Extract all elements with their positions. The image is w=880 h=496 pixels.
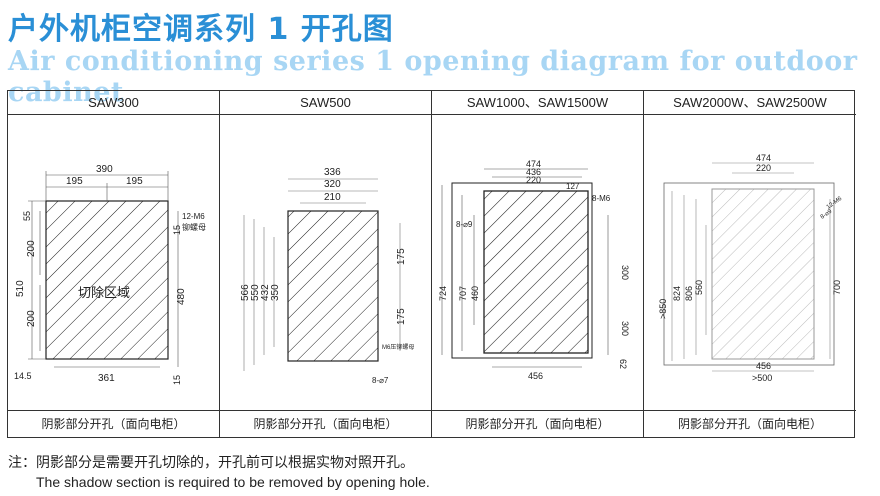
opening-drawing-1: 390 195 195 55 200 200 510 14.5 361 480 … bbox=[14, 164, 206, 385]
dim-806: 806 bbox=[684, 286, 694, 301]
note-12-m6: 12-M6 bbox=[182, 212, 205, 221]
dim-175-a: 175 bbox=[396, 248, 407, 265]
dim-460: 460 bbox=[470, 286, 480, 301]
note-rivet-nut: 铆螺母 bbox=[182, 222, 206, 232]
note-m6-rivet: M6压铆螺母 bbox=[382, 343, 414, 351]
dim-707: 707 bbox=[458, 286, 468, 301]
cut-area-4 bbox=[711, 188, 815, 360]
dim-361: 361 bbox=[98, 373, 115, 384]
dim-gt-500: >500 bbox=[752, 373, 772, 383]
dim-550: 550 bbox=[250, 284, 261, 301]
dim-320: 320 bbox=[324, 179, 341, 190]
drawing-saw300: 390 195 195 55 200 200 510 14.5 361 480 … bbox=[8, 115, 220, 411]
dim-474: 474 bbox=[756, 153, 771, 163]
title-english: Air conditioning series 1 opening diagra… bbox=[8, 46, 858, 108]
note-8-m6: 8-M6 bbox=[592, 194, 611, 203]
opening-drawing-2: 336 320 210 566 550 432 350 175 175 M6压铆… bbox=[240, 167, 414, 385]
dim-175-b: 175 bbox=[396, 308, 407, 325]
dim-195-b: 195 bbox=[126, 176, 143, 187]
dim-220: 220 bbox=[526, 175, 541, 185]
opening-drawing-4: 474 220 >850 824 806 560 700 456 >500 12… bbox=[658, 153, 844, 383]
dim-474: 474 bbox=[526, 159, 541, 169]
dim-436: 436 bbox=[526, 167, 541, 177]
dim-15-top: 15 bbox=[172, 225, 182, 235]
caption-saw500: 阴影部分开孔（面向电柜） bbox=[220, 411, 432, 437]
header-saw2000: SAW2000W、SAW2500W bbox=[644, 91, 856, 115]
caption-saw2000: 阴影部分开孔（面向电柜） bbox=[677, 417, 822, 431]
dim-824: 824 bbox=[672, 286, 682, 301]
opening-diagram-table: SAW300 SAW500 SAW1000、SAW1500W SAW2000W、… bbox=[7, 90, 856, 438]
dim-432: 432 bbox=[260, 284, 271, 301]
dim-300-b: 300 bbox=[620, 321, 630, 336]
drawing-saw500: 336 320 210 566 550 432 350 175 175 M6压铆… bbox=[220, 115, 432, 411]
caption-saw300: 阴影部分开孔（面向电柜） bbox=[8, 411, 220, 437]
dim-566: 566 bbox=[240, 284, 251, 301]
dim-200-a: 200 bbox=[26, 240, 37, 257]
opening-drawing-3: 474 436 220 127 724 707 460 300 300 62 4… bbox=[438, 159, 630, 381]
drawing-saw2000: 474 220 >850 824 806 560 700 456 >500 12… bbox=[644, 115, 856, 411]
dim-560: 560 bbox=[694, 280, 704, 295]
dim-55: 55 bbox=[22, 211, 32, 221]
dim-195-a: 195 bbox=[66, 176, 83, 187]
header-saw500: SAW500 bbox=[220, 91, 432, 115]
dim-gt-850: >850 bbox=[658, 299, 668, 319]
dim-336: 336 bbox=[324, 167, 341, 178]
dim-456: 456 bbox=[756, 361, 771, 371]
dim-210: 210 bbox=[324, 192, 341, 203]
dim-62: 62 bbox=[618, 359, 628, 369]
dim-220: 220 bbox=[756, 163, 771, 173]
title-chinese: 户外机柜空调系列 1 开孔图 bbox=[8, 12, 394, 47]
dim-480: 480 bbox=[176, 288, 187, 305]
dim-700: 700 bbox=[832, 280, 842, 295]
dim-300-a: 300 bbox=[620, 265, 630, 280]
note-chinese: 注：阴影部分是需要开孔切除的，开孔前可以根据实物对照开孔。 bbox=[8, 455, 414, 471]
header-saw1000: SAW1000、SAW1500W bbox=[432, 91, 644, 115]
dim-15-bottom: 15 bbox=[172, 375, 182, 385]
dim-510: 510 bbox=[15, 280, 26, 297]
cut-area-1 bbox=[45, 200, 169, 360]
note-8-d9: 8-⌀9 bbox=[456, 220, 473, 229]
dim-390: 390 bbox=[96, 164, 113, 175]
dim-127: 127 bbox=[566, 182, 580, 191]
dim-200-b: 200 bbox=[26, 310, 37, 327]
dim-456: 456 bbox=[528, 371, 543, 381]
cut-area-label: 切除区域 bbox=[78, 285, 130, 300]
dim-14-5: 14.5 bbox=[14, 371, 32, 381]
dim-350: 350 bbox=[270, 284, 281, 301]
header-saw300: SAW300 bbox=[8, 91, 220, 115]
caption-saw1000: 阴影部分开孔（面向电柜） bbox=[432, 411, 644, 437]
note-english: The shadow section is required to be rem… bbox=[36, 474, 430, 490]
cut-area-3 bbox=[483, 190, 589, 354]
dim-724: 724 bbox=[438, 286, 448, 301]
note-12-m6: 12-M6 bbox=[826, 196, 844, 211]
note-8-d9: 8-⌀9 bbox=[820, 208, 834, 220]
note-8-d7: 8-⌀7 bbox=[372, 376, 389, 385]
drawing-saw1000: 474 436 220 127 724 707 460 300 300 62 4… bbox=[432, 115, 644, 411]
cut-area-2 bbox=[287, 210, 379, 362]
